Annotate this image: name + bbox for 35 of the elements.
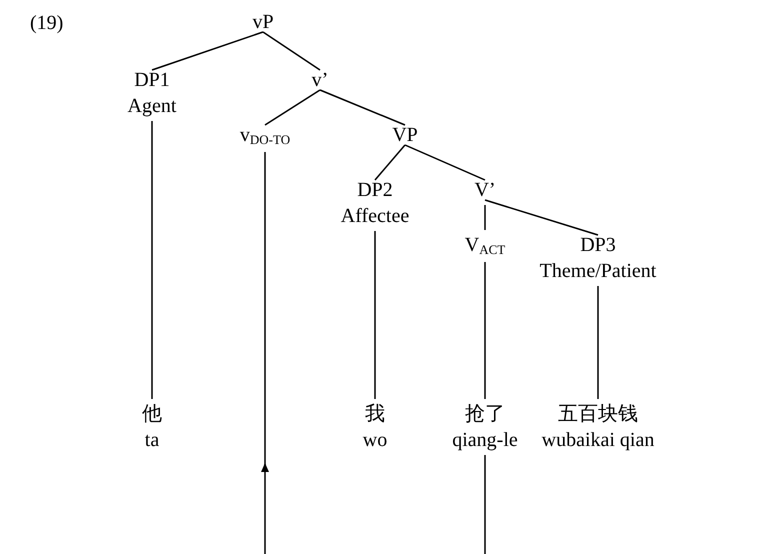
word-text: 他 [142,402,162,427]
word-text: 我 [364,402,386,427]
branch-line [597,286,599,399]
branch-line [404,144,486,181]
tree-label: vP [252,10,274,35]
branch-line [264,152,266,465]
tree-label: V$_{ACT}$ [464,233,506,259]
word-text: wo [362,428,388,453]
branch-line [374,231,376,399]
word-text: ta [144,428,160,453]
tree-label: v$_{DO-TO}$ [240,123,290,149]
example-number: (19) [30,11,64,36]
tree-label: Affectee [340,204,410,229]
tree-label: VP [392,123,418,148]
branch-line [484,262,486,399]
branch-line [374,144,406,180]
word-text: wubaikai qian [542,428,654,453]
tree-label: Theme/Patient [540,259,656,284]
tree-label: DP2 [356,178,394,203]
branch-line [484,199,598,236]
tree-label: v’ [312,68,328,93]
branch-line [320,89,406,126]
movement-arrow [261,455,486,554]
word-text: qiang-le [452,428,518,453]
tree-label: Agent [128,94,176,119]
tree-label: V’ [474,178,496,203]
branch-line [152,31,264,71]
branch-line [264,89,320,126]
branch-line [262,31,320,71]
tree-label: DP3 [579,233,617,258]
word-text: 五百块钱 [557,402,639,427]
branch-line [484,205,486,230]
word-text: 抢了 [464,402,506,427]
tree-label: DP1 [133,68,171,93]
branch-line [151,121,153,399]
